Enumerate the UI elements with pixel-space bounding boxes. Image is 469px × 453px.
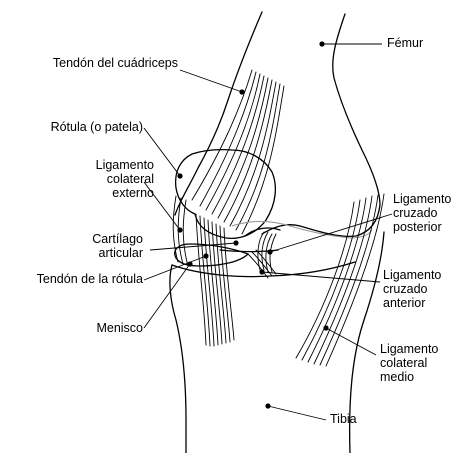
leader-meniscus xyxy=(144,261,193,328)
label-quadriceps-tendon: Tendón del cuádriceps xyxy=(53,56,178,70)
label-posterior-cruciate: Ligamento cruzado posterior xyxy=(393,192,451,234)
label-femur: Fémur xyxy=(387,36,423,50)
label-anterior-cruciate: Ligamento cruzado anterior xyxy=(383,268,441,310)
leader-femur xyxy=(319,41,382,46)
patella-shape xyxy=(176,150,276,239)
label-articular-cartilage: Cartílago articular xyxy=(92,232,143,260)
label-tibia: Tibia xyxy=(330,412,357,426)
patellar-tendon-fibers xyxy=(196,214,234,346)
label-medial-collateral: Ligamento colateral medio xyxy=(380,342,438,384)
label-patellar-tendon: Tendón de la rótula xyxy=(37,272,143,286)
leader-quadriceps-tendon xyxy=(180,70,245,95)
label-lateral-collateral: Ligamento colateral externo xyxy=(74,158,154,200)
medial-collateral-ligament xyxy=(296,194,384,366)
leader-tibia xyxy=(265,403,326,420)
label-meniscus: Menisco xyxy=(96,321,143,335)
label-patella: Rótula (o patela) xyxy=(51,120,143,134)
